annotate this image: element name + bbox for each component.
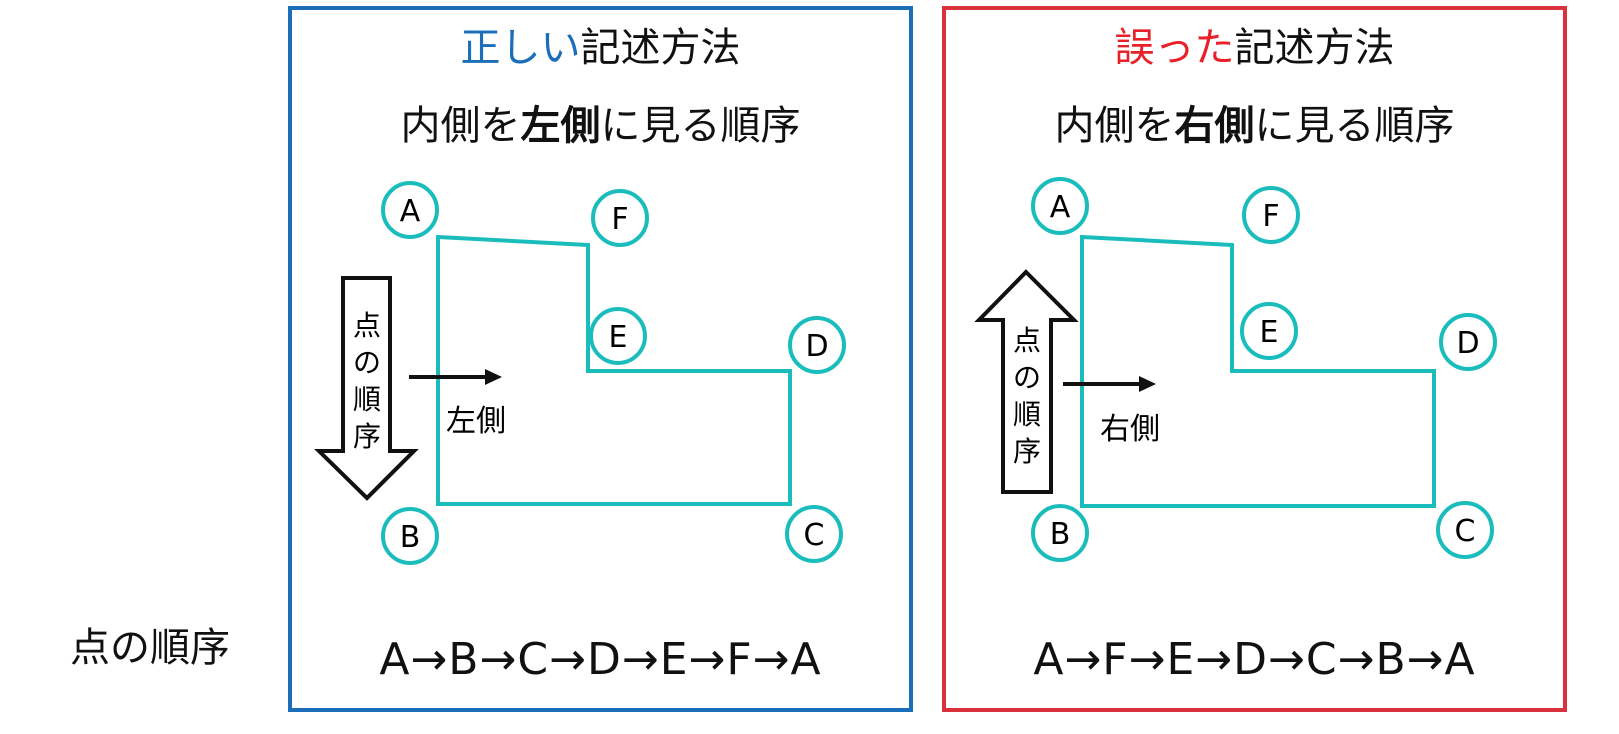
arrow-char-4: 序 — [353, 420, 381, 453]
row-label-point-order: 点の順序 — [70, 625, 230, 671]
correct-heading-accent: 正しい — [460, 25, 581, 71]
point-d: D — [1439, 313, 1497, 371]
arrow-char-3: 順 — [1013, 398, 1041, 431]
svg-text:E: E — [1260, 315, 1279, 350]
correct-sub-bold: 左側 — [520, 103, 601, 149]
wrong-panel-heading: 誤った記述方法 — [946, 28, 1563, 68]
point-d: D — [788, 316, 846, 374]
side-label-left: 左側 — [446, 404, 506, 439]
wrong-sub-post: に見る順序 — [1254, 103, 1455, 149]
svg-text:B: B — [1050, 517, 1071, 552]
wrong-polygon-diagram: 点 の 順 序 右側 A F E D B C — [974, 177, 1497, 562]
right-arrow-icon — [485, 369, 502, 385]
arrow-char-4: 序 — [1013, 435, 1041, 468]
right-arrow-icon — [1139, 376, 1156, 392]
correct-panel-heading: 正しい記述方法 — [292, 28, 909, 68]
arrow-char-3: 順 — [353, 383, 381, 416]
svg-text:A: A — [1050, 190, 1071, 225]
wrong-panel-subheading: 内側を右側に見る順序 — [946, 106, 1563, 146]
svg-text:F: F — [1262, 199, 1279, 234]
polygon-shape — [436, 234, 792, 506]
svg-text:A: A — [400, 194, 421, 229]
correct-sub-post: に見る順序 — [600, 103, 801, 149]
down-arrow-icon — [314, 276, 419, 501]
correct-panel-subheading: 内側を左側に見る順序 — [292, 106, 909, 146]
correct-sub-pre: 内側を — [400, 103, 521, 149]
point-b: B — [381, 507, 439, 565]
correct-method-panel: 正しい記述方法 内側を左側に見る順序 点 の 順 序 左側 A F E D — [288, 6, 913, 712]
up-arrow-icon — [974, 269, 1079, 494]
svg-text:E: E — [609, 320, 628, 355]
side-label-right: 右側 — [1100, 412, 1160, 447]
correct-heading-rest: 記述方法 — [580, 25, 741, 71]
arrow-char-2: の — [1013, 361, 1041, 394]
svg-text:C: C — [1455, 514, 1476, 549]
arrow-char-1: 点 — [353, 309, 381, 342]
point-e: E — [1240, 302, 1298, 360]
wrong-sub-bold: 右側 — [1174, 103, 1255, 149]
arrow-char-1: 点 — [1013, 324, 1041, 357]
wrong-sub-pre: 内側を — [1054, 103, 1175, 149]
point-a: A — [381, 181, 439, 239]
point-c: C — [785, 505, 843, 563]
svg-text:B: B — [400, 520, 421, 555]
point-b: B — [1031, 504, 1089, 562]
svg-text:D: D — [1456, 326, 1479, 361]
svg-text:D: D — [805, 329, 828, 364]
svg-text:F: F — [611, 202, 628, 237]
point-f: F — [1242, 186, 1300, 244]
svg-text:C: C — [804, 518, 825, 553]
arrow-char-2: の — [353, 346, 381, 379]
correct-sequence: A→B→C→D→E→F→A — [379, 634, 822, 685]
wrong-method-panel: 誤った記述方法 内側を右側に見る順序 点 の 順 序 右側 A F E D — [942, 6, 1567, 712]
wrong-heading-rest: 記述方法 — [1234, 25, 1395, 71]
polygon-shape — [1080, 234, 1436, 508]
correct-polygon-diagram: 点 の 順 序 左側 A F E D B C — [314, 181, 846, 565]
wrong-heading-accent: 誤った — [1114, 25, 1235, 71]
point-a: A — [1031, 177, 1089, 235]
point-c: C — [1436, 501, 1494, 559]
wrong-sequence: A→F→E→D→C→B→A — [1033, 634, 1476, 685]
point-f: F — [591, 189, 649, 247]
point-e: E — [589, 307, 647, 365]
